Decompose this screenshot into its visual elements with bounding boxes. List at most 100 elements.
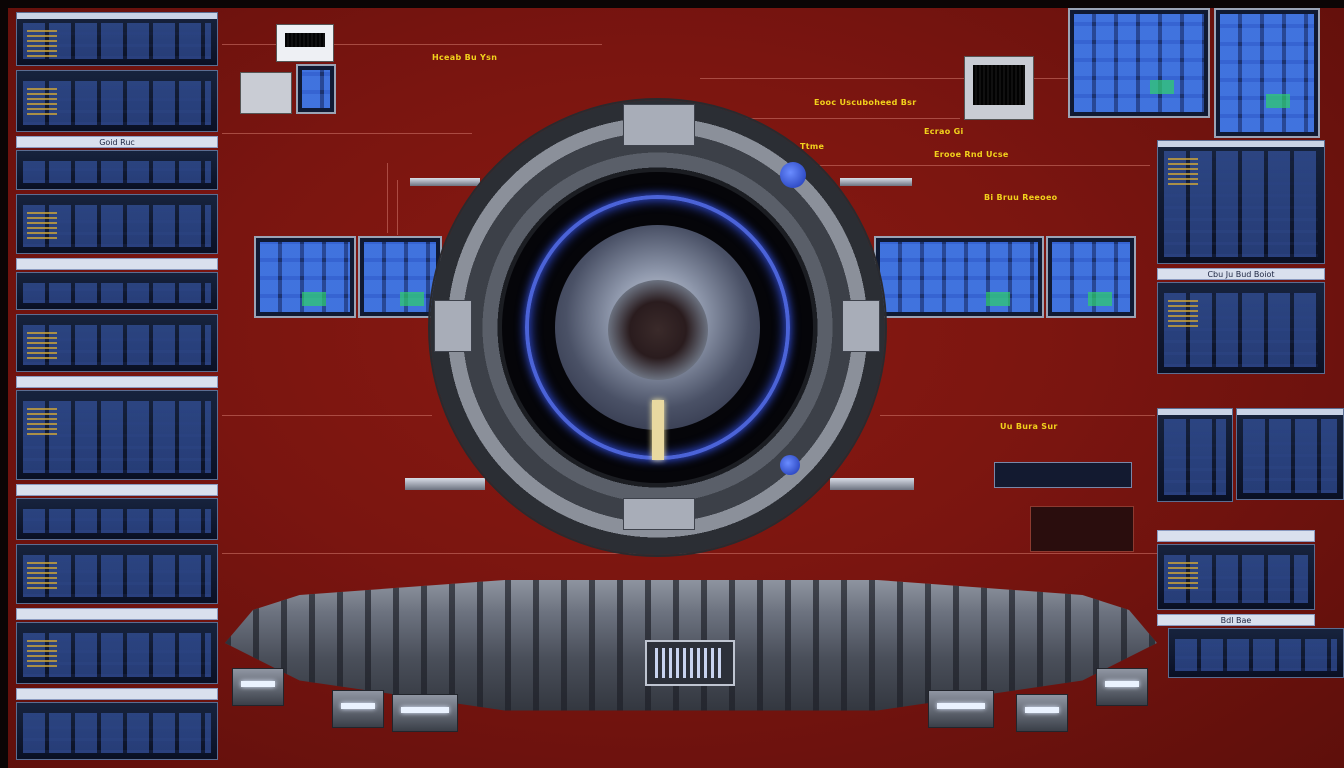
screen-tiles (1220, 14, 1314, 132)
status-block (1266, 94, 1290, 108)
panel-grid (23, 283, 211, 303)
connector-line (222, 415, 432, 416)
left-panel[interactable] (16, 390, 218, 480)
station-hub (608, 280, 708, 380)
grid-device (276, 24, 334, 62)
device-grid (973, 65, 1025, 105)
deck-pod (232, 668, 284, 706)
top-border (0, 0, 1344, 8)
panel-indicator (27, 637, 57, 667)
connector-line (222, 553, 1157, 554)
right-panel[interactable] (1157, 408, 1233, 502)
deck-control-panel[interactable] (645, 640, 735, 686)
panel-grid (1175, 639, 1337, 671)
panel-header (1158, 141, 1324, 147)
left-panel[interactable] (16, 498, 218, 540)
right-panel[interactable] (1157, 282, 1325, 374)
right-panel[interactable] (1168, 628, 1344, 678)
right-monitor-2[interactable] (1046, 236, 1136, 318)
space-station[interactable] (430, 100, 885, 555)
status-display (994, 462, 1132, 488)
right-panel[interactable] (1157, 544, 1315, 610)
panel-indicator (1168, 155, 1198, 185)
left-panel[interactable] (16, 150, 218, 190)
left-panel[interactable] (16, 194, 218, 254)
panel-indicator (27, 405, 57, 435)
label-upper-right-3: Erooe Rnd Ucse (934, 150, 1009, 159)
right-strip-label: Bdl Bae (1157, 614, 1315, 626)
blue-orb-icon (780, 455, 800, 475)
left-strip (16, 258, 218, 270)
pod-light (401, 707, 449, 713)
right-panel[interactable] (1157, 140, 1325, 264)
left-panel[interactable] (16, 544, 218, 604)
label-station-tag: Ttme (800, 142, 825, 151)
panel-indicator (27, 209, 57, 239)
station-arm (405, 478, 485, 490)
left-panel[interactable] (16, 12, 218, 66)
station-arm (830, 478, 914, 490)
panel-header (17, 13, 217, 19)
left-panel[interactable] (16, 70, 218, 132)
pod-light (241, 681, 275, 687)
pod-light (1025, 707, 1059, 713)
right-monitor[interactable] (874, 236, 1044, 318)
panel-indicator (27, 27, 57, 57)
right-strip (1157, 530, 1315, 542)
left-strip (16, 688, 218, 700)
panel-grid (1243, 419, 1337, 493)
blue-orb-icon (780, 162, 806, 188)
connector-line (880, 415, 1155, 416)
pod-light (341, 703, 375, 709)
left-strip (16, 484, 218, 496)
label-right-mid: Uu Bura Sur (1000, 422, 1058, 431)
station-module (623, 498, 695, 530)
screen-tiles (1074, 14, 1204, 112)
console-device (240, 72, 292, 114)
right-strip-label: Cbu Ju Bud Boiot (1157, 268, 1325, 280)
left-panel[interactable] (16, 314, 218, 372)
panel-indicator (27, 85, 57, 115)
panel-indicator (27, 559, 57, 589)
panel-header (1237, 409, 1343, 415)
screen-tiles (302, 70, 330, 108)
status-block (1150, 80, 1174, 94)
panel-header (1158, 409, 1232, 415)
left-strip (16, 376, 218, 388)
mini-screen (296, 64, 336, 114)
deck-pod (392, 694, 458, 732)
screen-tiles (880, 242, 1038, 312)
label-upper-right-2: Ecrao Gi (924, 127, 964, 136)
device-grid (285, 33, 325, 47)
deck-pod (332, 690, 384, 728)
left-monitor-2[interactable] (358, 236, 442, 318)
deck-pod (1016, 694, 1068, 732)
left-panel[interactable] (16, 622, 218, 684)
reactor-chip (1030, 506, 1134, 552)
left-panel[interactable] (16, 272, 218, 310)
panel-indicator (27, 329, 57, 359)
panel-grid (1164, 419, 1226, 495)
station-arm (840, 178, 912, 186)
station-module (842, 300, 880, 352)
status-block (1088, 292, 1112, 306)
left-border (0, 0, 8, 768)
left-strip (16, 608, 218, 620)
top-right-monitor-2[interactable] (1214, 8, 1320, 138)
right-panel[interactable] (1236, 408, 1344, 500)
connector-line (700, 78, 1070, 79)
connector-line (387, 163, 388, 233)
left-panel[interactable] (16, 702, 218, 760)
label-upper-right-1: Eooc Uscuboheed Bsr (814, 98, 917, 107)
connector-line (700, 118, 960, 119)
top-right-monitor[interactable] (1068, 8, 1210, 118)
pod-light (1105, 681, 1139, 687)
pod-light (937, 703, 985, 709)
vent-device (964, 56, 1034, 120)
left-strip-label: Goid Ruc (16, 136, 218, 148)
station-module (623, 104, 695, 146)
status-block (986, 292, 1010, 306)
panel-indicator (1168, 297, 1198, 327)
left-monitor[interactable] (254, 236, 356, 318)
